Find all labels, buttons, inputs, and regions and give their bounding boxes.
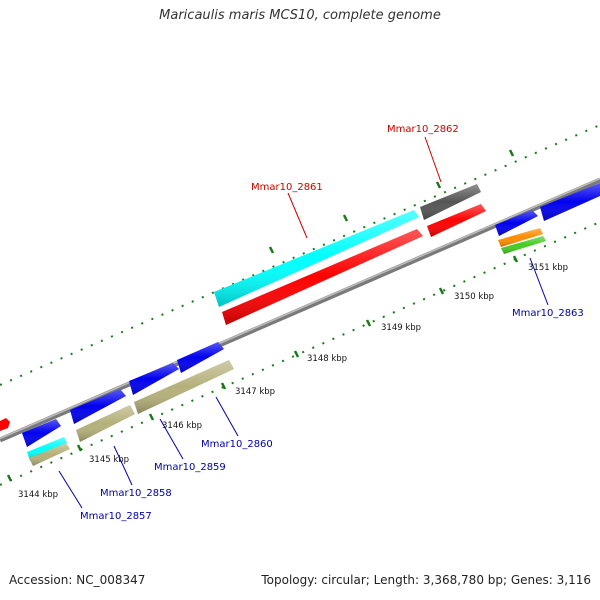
tick-label-3149: 3149 kbp: [381, 323, 421, 333]
tan-feature-3: [134, 360, 234, 414]
gene-label-mmar10-2857: Mmar10_2857: [80, 511, 152, 522]
leader-line-mmar10-2862: [424, 136, 442, 183]
gene-arrow-mmar10-2857: [22, 419, 61, 447]
gene-label-mmar10-2859: Mmar10_2859: [154, 462, 226, 473]
page-title: Maricaulis maris MCS10, complete genome: [159, 8, 441, 23]
scale-ticks: [6, 149, 519, 482]
tan-feature-2: [76, 405, 135, 442]
leader-line-mmar10-2859: [159, 418, 184, 460]
tick-label-3150: 3150 kbp: [454, 292, 494, 302]
tick-label-3148: 3148 kbp: [307, 354, 347, 364]
gene-arrow-mmar10-2862: [420, 184, 481, 220]
genome-backbone-highlight: [0, 177, 600, 440]
gene-label-mmar10-2858: Mmar10_2858: [100, 488, 172, 499]
genome-summary: Topology: circular; Length: 3,368,780 bp…: [261, 573, 591, 587]
gene-arrow-mmar10-2861: [214, 210, 419, 307]
gene-arrow-mmar10-2859: [129, 363, 179, 395]
tick-label-3146: 3146 kbp: [162, 421, 202, 431]
leader-line-mmar10-2858: [113, 445, 133, 486]
green-feature: [501, 236, 546, 254]
gene-arrow-mmar10-2863-b: [540, 183, 600, 221]
tan-feature-1: [29, 443, 70, 466]
gene-arrow-mmar10-2858: [70, 389, 126, 424]
tick-label-3144: 3144 kbp: [18, 490, 58, 500]
leader-line-mmar10-2861: [287, 192, 308, 239]
leader-line-mmar10-2860: [215, 396, 239, 437]
outer-tick-track: [0, 124, 600, 386]
accession-label: Accession: NC_008347: [9, 573, 146, 587]
tick-label-3147: 3147 kbp: [235, 387, 275, 397]
gene-arrow-mmar10-2863-a: [495, 210, 538, 236]
tick-label-3145: 3145 kbp: [89, 455, 129, 465]
tick-label-3151: 3151 kbp: [528, 263, 568, 273]
partial-gene-arrow: [0, 418, 10, 431]
gene-label-mmar10-2863: Mmar10_2863: [512, 308, 584, 319]
leader-line-mmar10-2863: [529, 257, 549, 306]
gene-label-mmar10-2860: Mmar10_2860: [201, 439, 273, 450]
minus-gene-arrow-small: [427, 204, 486, 237]
gene-arrow-mmar10-2860: [177, 342, 224, 373]
minus-gene-arrow-large: [222, 229, 423, 325]
leader-line-mmar10-2857: [58, 470, 83, 509]
gene-label-mmar10-2862: Mmar10_2862: [387, 124, 459, 135]
orange-feature: [498, 228, 543, 247]
gene-label-mmar10-2861: Mmar10_2861: [251, 182, 323, 193]
